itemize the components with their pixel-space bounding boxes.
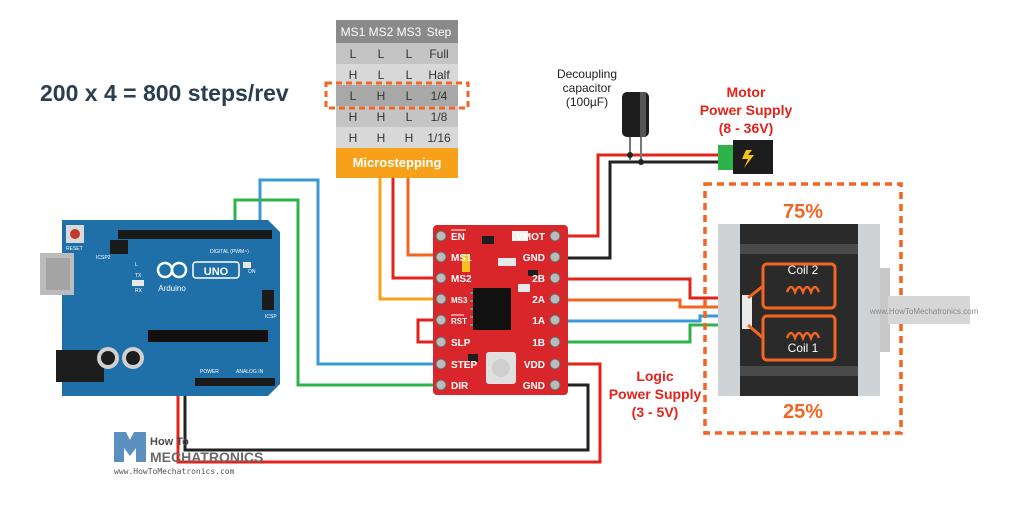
table-cell: L (350, 47, 357, 61)
logic-supply-label: Power Supply (609, 386, 702, 402)
highlighted-row-frame (324, 81, 470, 110)
pin-1a: 1A (532, 316, 545, 327)
table-cell: H (349, 131, 358, 145)
table-cell: H (349, 110, 358, 124)
pin-slp: SLP (451, 338, 471, 349)
pin-2a: 2A (532, 295, 545, 306)
table-cell: H (405, 131, 414, 145)
pin-ms3: MS3 (451, 296, 468, 305)
table-cell: 1/8 (431, 110, 448, 124)
digital-label: DIGITAL (PWM~) (210, 249, 249, 255)
wires (176, 153, 748, 464)
pin-dir: DIR (451, 381, 469, 392)
driver-right-pins: VMOT GND 2B 2A 1A 1B VDD GND (516, 230, 561, 392)
table-cell: H (377, 131, 386, 145)
logic-supply-label: (3 - 5V) (632, 404, 679, 420)
arduino-board (40, 220, 280, 396)
capacitor-label: capacitor (563, 81, 612, 95)
motor-supply-label: (8 - 36V) (719, 120, 773, 136)
steps-equation: 200 x 4 = 800 steps/rev (40, 80, 289, 106)
power-label: POWER (200, 369, 219, 375)
table-cell: H (377, 110, 386, 124)
table-cell: Half (428, 68, 450, 82)
table-cell: H (349, 68, 358, 82)
table-header: MS1 (341, 25, 366, 39)
howtomechatronics-logo: How To MECHATRONICS www.HowToMechatronic… (114, 432, 263, 476)
table-header: MS3 (397, 25, 422, 39)
motor-supply-label: Power Supply (700, 102, 793, 118)
table-cell: Full (429, 47, 448, 61)
tx-label: TX (135, 273, 142, 279)
table-cell: H (377, 89, 386, 103)
stepper-motor: www.HowToMechatronics.com (703, 182, 979, 435)
table-cell: 1/4 (431, 89, 448, 103)
table-cell: L (406, 89, 413, 103)
pin-ms2: MS2 (451, 274, 472, 285)
reset-label: RESET (66, 246, 83, 252)
pin-en: EN (451, 232, 465, 243)
bottom-percent: 25% (783, 401, 823, 423)
logo-url: www.HowToMechatronics.com (114, 467, 235, 476)
logo-line1: How To (150, 436, 189, 448)
microstepping-table: MS1 MS2 MS3 Step L L L Full H L L Half L… (324, 20, 470, 178)
pin-2b: 2B (532, 274, 545, 285)
table-cell: L (378, 68, 385, 82)
coil1-label: Coil 1 (788, 341, 819, 355)
on-label: ON (248, 269, 256, 275)
pin-gnd-logic: GND (523, 381, 545, 392)
icsp2-label: ICSP2 (96, 255, 111, 261)
pin-vdd: VDD (524, 360, 545, 371)
driver-board (433, 225, 568, 395)
table-cell: L (406, 110, 413, 124)
table-header: Step (427, 25, 452, 39)
capacitor (622, 92, 649, 165)
capacitor-label: Decoupling (557, 67, 617, 81)
pin-step: STEP (451, 360, 477, 371)
driver-left-pins: EN MS1 MS2 MS3 RST SLP STEP DIR (435, 229, 477, 392)
table-cell: L (378, 47, 385, 61)
pin-ms1: MS1 (451, 253, 472, 264)
table-cell: L (406, 47, 413, 61)
analog-label: ANALOG IN (236, 369, 264, 375)
l-label: L (135, 262, 138, 268)
coil2-label: Coil 2 (788, 263, 819, 277)
pin-rst: RST (451, 317, 467, 326)
capacitor-label: (100µF) (566, 95, 608, 109)
logic-supply-label: Logic (636, 368, 674, 384)
rx-label: RX (135, 288, 143, 294)
motor-supply-label: Motor (727, 84, 766, 100)
icsp-label: ICSP (265, 314, 277, 320)
table-cell: 1/16 (427, 131, 451, 145)
table-cell: L (406, 68, 413, 82)
uno-label: UNO (204, 266, 229, 278)
power-jack (718, 140, 773, 174)
top-percent: 75% (783, 201, 823, 223)
table-header: MS2 (369, 25, 394, 39)
table-footer: Microstepping (353, 155, 442, 170)
arduino-label: Arduino (158, 284, 186, 293)
table-cell: L (350, 89, 357, 103)
pin-gnd: GND (523, 253, 545, 264)
pin-1b: 1B (532, 338, 545, 349)
motor-watermark: www.HowToMechatronics.com (869, 307, 979, 316)
logo-line2: MECHATRONICS (150, 449, 263, 465)
pin-vmot: VMOT (516, 232, 545, 243)
